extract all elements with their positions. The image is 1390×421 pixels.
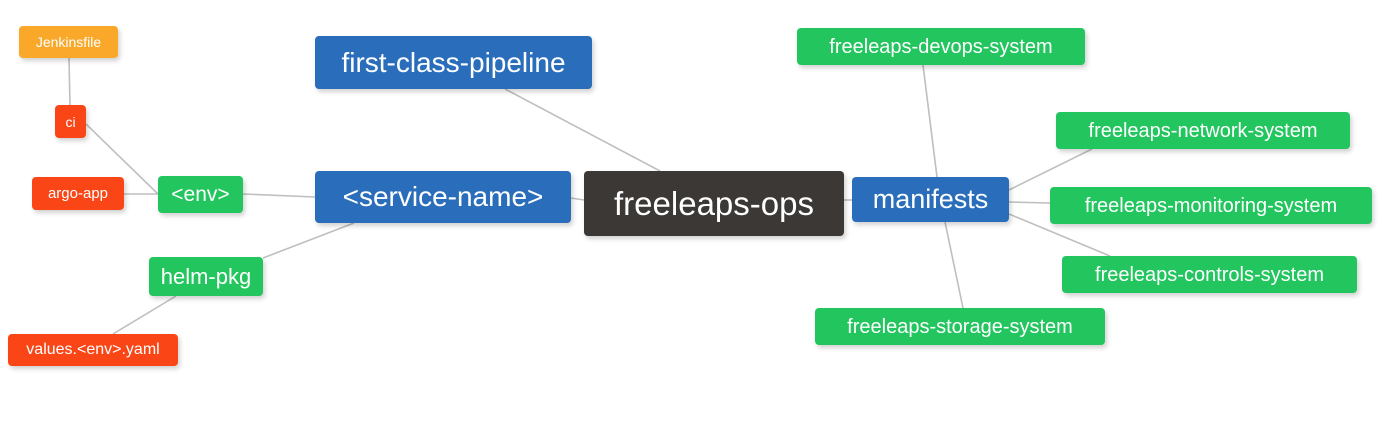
mindmap-node-values-env-yaml[interactable]: values.<env>.yaml	[8, 334, 178, 366]
edge-service-name-to-freeleaps-ops	[570, 197, 585, 201]
edge-manifests-to-freeleaps-network-system	[1008, 148, 1093, 191]
mindmap-node-ci[interactable]: ci	[55, 105, 86, 138]
mindmap-node-helm-pkg[interactable]: helm-pkg	[149, 257, 263, 296]
edge-service-name-to-helm-pkg	[262, 222, 355, 259]
edge-manifests-to-freeleaps-controls-system	[1008, 213, 1111, 257]
edge-manifests-to-freeleaps-monitoring-system	[1008, 201, 1051, 204]
mindmap-node-manifests[interactable]: manifests	[852, 177, 1009, 222]
mindmap-node-freeleaps-storage-system[interactable]: freeleaps-storage-system	[815, 308, 1105, 345]
mindmap-node-first-class-pipeline[interactable]: first-class-pipeline	[315, 36, 592, 89]
mindmap-node-jenkinsfile[interactable]: Jenkinsfile	[19, 26, 118, 58]
mindmap-node-argo-app[interactable]: argo-app	[32, 177, 124, 210]
edge-manifests-to-freeleaps-devops-system	[922, 64, 938, 178]
mindmap-node-freeleaps-devops-system[interactable]: freeleaps-devops-system	[797, 28, 1085, 65]
mindmap-node-freeleaps-monitoring-system[interactable]: freeleaps-monitoring-system	[1050, 187, 1372, 224]
edge-manifests-to-freeleaps-storage-system	[944, 221, 964, 309]
mindmap-node-freeleaps-controls-system[interactable]: freeleaps-controls-system	[1062, 256, 1357, 293]
mindmap-node-service-name[interactable]: <service-name>	[315, 171, 571, 223]
edge-env-to-service-name	[242, 193, 316, 198]
mindmap-node-freeleaps-ops[interactable]: freeleaps-ops	[584, 171, 844, 236]
edge-first-class-pipeline-to-freeleaps-ops	[504, 88, 661, 172]
mindmap-node-freeleaps-network-system[interactable]: freeleaps-network-system	[1056, 112, 1350, 149]
mindmap-node-env[interactable]: <env>	[158, 176, 243, 213]
edge-jenkinsfile-to-ci	[68, 57, 71, 106]
edge-helm-pkg-to-values-env-yaml	[112, 295, 177, 335]
edge-ci-to-env	[85, 123, 159, 195]
